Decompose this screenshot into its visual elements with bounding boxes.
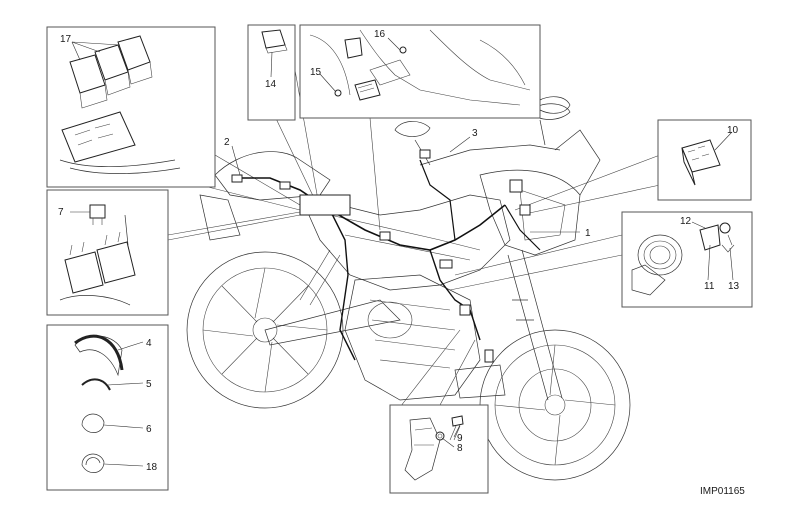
image-reference-code: IMP01165 [700, 486, 745, 497]
callout-18: 18 [146, 462, 158, 473]
callout-11: 11 [704, 281, 715, 292]
callout-4: 4 [146, 338, 152, 349]
callout-8: 8 [457, 443, 463, 454]
inset-bracket-8-9 [389, 404, 489, 494]
inset-clips [46, 324, 169, 491]
inset-ignition-11-12-13 [621, 211, 753, 308]
callout-labels: 1 2 3 4 5 6 7 8 9 10 11 12 13 14 15 16 1… [58, 29, 740, 473]
inset-connector-10 [657, 119, 752, 201]
front-wheel [479, 329, 631, 481]
callout-12: 12 [680, 216, 692, 227]
callout-14: 14 [265, 79, 277, 90]
callout-17: 17 [60, 34, 72, 45]
callout-13: 13 [728, 281, 740, 292]
motorcycle-drawing [186, 103, 631, 481]
rear-wheel [186, 251, 344, 409]
callout-3: 3 [472, 128, 478, 139]
callout-leaders [70, 37, 734, 467]
callout-10: 10 [727, 125, 739, 136]
callout-5: 5 [146, 379, 152, 390]
callout-9: 9 [457, 433, 463, 444]
inset-fuse-box-17 [46, 26, 216, 188]
callout-16: 16 [374, 29, 386, 40]
callout-1: 1 [585, 228, 591, 239]
inset-regulator-15-16 [299, 24, 571, 119]
inset-connector-14 [247, 24, 296, 121]
callout-6: 6 [146, 424, 152, 435]
inset-fuse-relays-7 [46, 189, 169, 316]
callout-7: 7 [58, 207, 64, 218]
callout-15: 15 [310, 67, 322, 78]
callout-2: 2 [224, 137, 230, 148]
